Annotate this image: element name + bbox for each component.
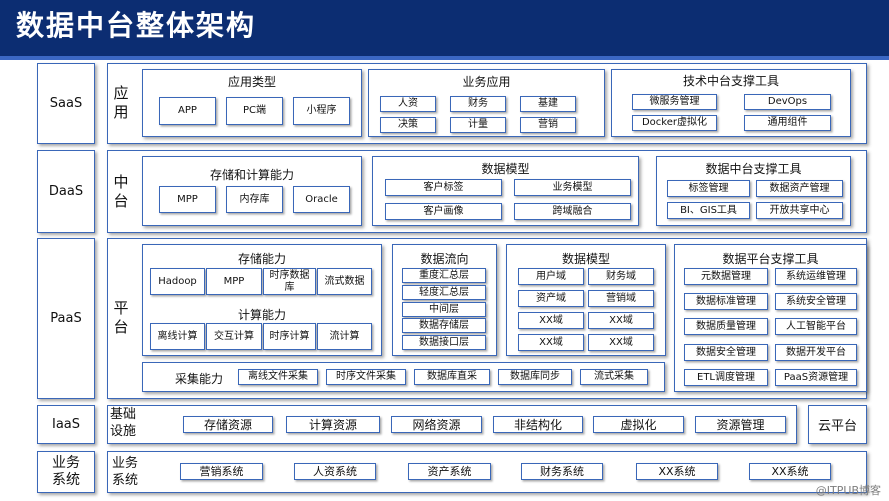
- paas-tool-item: 系统运维管理: [775, 268, 857, 285]
- layer-label-business: 业务 系统: [37, 451, 95, 493]
- storage-compute-item: 内存库: [226, 186, 283, 213]
- tech-tool-item: DevOps: [744, 94, 831, 110]
- paas-model-item: XX域: [518, 334, 584, 351]
- paas-compute-item: 交互计算: [206, 323, 262, 350]
- storage-compute-item: Oracle: [293, 186, 350, 213]
- storage-compute-title: 存储和计算能力: [209, 168, 294, 182]
- paas-model-item: 财务域: [588, 268, 654, 285]
- paas-tools-title: 数据平台支撑工具: [722, 252, 819, 266]
- paas-row-label: 平 台: [113, 299, 129, 336]
- business-system-item: XX系统: [636, 463, 718, 480]
- tech-tool-item: 微服务管理: [632, 94, 717, 110]
- daas-model-item: 业务模型: [514, 179, 631, 196]
- daas-tool-item: 标签管理: [667, 180, 750, 197]
- app-type-item: 小程序: [293, 97, 350, 125]
- paas-tool-item: 数据安全管理: [684, 344, 768, 361]
- daas-tool-item: 开放共享中心: [756, 202, 843, 219]
- iaas-item: 资源管理: [695, 416, 786, 433]
- collect-item: 数据库直采: [414, 369, 490, 385]
- daas-tool-item: BI、GIS工具: [667, 202, 750, 219]
- collect-title: 采集能力: [174, 372, 223, 386]
- collect-item: 离线文件采集: [238, 369, 318, 385]
- business-row-label: 业务 系统: [112, 456, 139, 488]
- paas-storage-item: MPP: [206, 268, 262, 295]
- layer-label-saas: SaaS: [37, 63, 95, 144]
- data-flow-item: 轻度汇总层: [402, 285, 486, 300]
- business-system-item: 资产系统: [408, 463, 491, 480]
- paas-tool-item: 数据开发平台: [775, 344, 857, 361]
- storage-compute-item: MPP: [159, 186, 216, 213]
- data-flow-item: 数据接口层: [402, 335, 486, 350]
- daas-model-title: 数据模型: [481, 162, 530, 176]
- biz-app-item: 营销: [520, 117, 576, 133]
- daas-model-item: 客户标签: [385, 179, 502, 196]
- layer-label-daas: DaaS: [37, 150, 95, 233]
- collect-item: 流式采集: [580, 369, 648, 385]
- biz-app-item: 决策: [380, 117, 436, 133]
- paas-model-title: 数据模型: [561, 252, 610, 266]
- paas-model-item: XX域: [588, 334, 654, 351]
- data-flow-item: 数据存储层: [402, 318, 486, 333]
- daas-row-label: 中 台: [113, 173, 129, 210]
- paas-tool-item: 系统安全管理: [775, 293, 857, 310]
- paas-compute-item: 流计算: [317, 323, 372, 350]
- tech-tool-item: Docker虚拟化: [632, 115, 717, 131]
- collect-item: 数据库同步: [498, 369, 572, 385]
- layer-label-paas: PaaS: [37, 238, 95, 399]
- paas-tool-item: 数据质量管理: [684, 318, 768, 335]
- business-system-item: 营销系统: [180, 463, 263, 480]
- paas-tool-item: PaaS资源管理: [775, 369, 857, 386]
- layer-label-iaas: IaaS: [37, 405, 95, 444]
- header-stripe: [0, 56, 889, 60]
- paas-tool-item: 数据标准管理: [684, 293, 768, 310]
- collect-item: 时序文件采集: [326, 369, 406, 385]
- watermark: @ITPUB博客: [815, 484, 881, 497]
- app-type-item: PC端: [226, 97, 283, 125]
- app-type-item: APP: [159, 97, 216, 125]
- paas-storage-item: 流式数据: [317, 268, 372, 295]
- paas-storage-item: Hadoop: [150, 268, 205, 295]
- tech-tools-title: 技术中台支撑工具: [682, 74, 779, 88]
- biz-app-item: 人资: [380, 96, 436, 112]
- paas-compute-item: 时序计算: [263, 323, 316, 350]
- daas-tools-title: 数据中台支撑工具: [705, 162, 802, 176]
- daas-model-item: 客户画像: [385, 203, 502, 220]
- biz-app-item: 计量: [450, 117, 506, 133]
- iaas-row-label: 基础 设施: [110, 407, 137, 439]
- paas-tool-item: ETL调度管理: [684, 369, 768, 386]
- cloud-platform: 云平台: [808, 405, 867, 444]
- business-system-item: XX系统: [749, 463, 831, 480]
- data-flow-item: 重度汇总层: [402, 268, 486, 283]
- iaas-item: 网络资源: [391, 416, 482, 433]
- paas-storage-item: 时序数据 库: [263, 268, 316, 295]
- iaas-item: 计算资源: [286, 416, 380, 433]
- paas-tool-item: 元数据管理: [684, 268, 768, 285]
- paas-tool-item: 人工智能平台: [775, 318, 857, 335]
- biz-app-item: 财务: [450, 96, 506, 112]
- biz-apps-title: 业务应用: [462, 75, 511, 89]
- data-flow-item: 中间层: [402, 302, 486, 317]
- business-system-item: 财务系统: [521, 463, 603, 480]
- iaas-item: 非结构化: [493, 416, 583, 433]
- paas-model-item: XX域: [588, 312, 654, 329]
- data-flow-title: 数据流向: [420, 252, 469, 266]
- daas-model-item: 跨域融合: [514, 203, 631, 220]
- daas-tool-item: 数据资产管理: [756, 180, 843, 197]
- paas-compute-title: 计算能力: [237, 308, 286, 322]
- app-types-title: 应用类型: [227, 75, 276, 89]
- business-system-item: 人资系统: [294, 463, 376, 480]
- paas-compute-item: 离线计算: [150, 323, 205, 350]
- saas-row-label: 应 用: [113, 84, 129, 121]
- paas-model-item: XX域: [518, 312, 584, 329]
- biz-app-item: 基建: [520, 96, 576, 112]
- tech-tool-item: 通用组件: [744, 115, 831, 131]
- iaas-item: 存储资源: [183, 416, 273, 433]
- page-title: 数据中台整体架构: [16, 9, 257, 42]
- paas-model-item: 用户域: [518, 268, 584, 285]
- iaas-item: 虚拟化: [593, 416, 684, 433]
- header-bar: [0, 0, 889, 56]
- paas-model-item: 资产域: [518, 290, 584, 307]
- paas-storage-title: 存储能力: [237, 252, 286, 266]
- paas-model-item: 营销域: [588, 290, 654, 307]
